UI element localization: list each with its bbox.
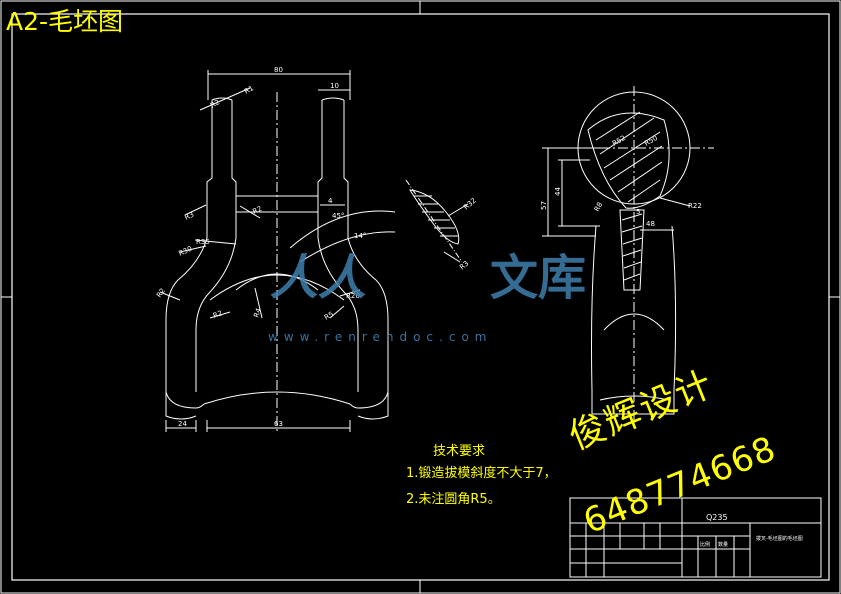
right-view xyxy=(542,86,714,420)
dim-5: 5 xyxy=(636,208,640,216)
dim-r2-top: R2 xyxy=(209,98,221,110)
dim-r32: R32 xyxy=(462,197,478,212)
section-view xyxy=(405,179,469,263)
title-block-material: Q235 xyxy=(706,513,728,522)
dim-48: 48 xyxy=(646,220,655,228)
dim-63: 63 xyxy=(274,420,283,428)
title-block-qty-label: 数量 xyxy=(718,541,728,548)
sheet-title: A2-毛坯图 xyxy=(6,7,124,36)
dim-r35: R35 xyxy=(196,238,210,246)
left-view xyxy=(159,70,396,432)
title-block xyxy=(569,497,822,578)
dim-57: 57 xyxy=(540,201,548,210)
title-block-drawing-name: 拨叉-毛坯图的毛坯图 xyxy=(756,535,803,542)
dim-r8: R8 xyxy=(593,201,605,213)
dim-44: 44 xyxy=(554,187,562,196)
dim-r52: R52 xyxy=(611,134,627,148)
dim-10: 10 xyxy=(330,82,339,90)
dim-80: 80 xyxy=(274,66,283,74)
watermark-brand-latin: 人人 xyxy=(270,250,367,306)
watermark-brand-cn: 文库 xyxy=(490,250,587,306)
tech-note-2: 2.未注圆角R5。 xyxy=(406,492,501,507)
dim-r2-mid: R2 xyxy=(251,205,263,216)
dim-r50: R50 xyxy=(643,134,659,148)
dim-r4: R4 xyxy=(252,307,263,319)
tech-note-1: 1.锻造拔模斜度不大于7， xyxy=(406,466,557,481)
dim-4: 4 xyxy=(328,197,333,205)
dim-r3: R3 xyxy=(183,211,195,222)
dim-r20: R20 xyxy=(346,292,360,300)
dim-45deg: 45° xyxy=(332,212,344,220)
dim-r3-section: R3 xyxy=(458,259,470,271)
watermark-url: www.renrendoc.com xyxy=(268,330,493,344)
title-block-scale-label: 比例 xyxy=(700,541,710,548)
dim-r30: R30 xyxy=(177,245,193,258)
dim-r5: R5 xyxy=(323,310,335,322)
dim-14deg: 14° xyxy=(354,232,366,240)
dim-r2-arm: R2 xyxy=(212,309,224,320)
dim-r2-lower: R2 xyxy=(155,287,167,299)
dim-24: 24 xyxy=(178,420,187,428)
dimension-labels: 80 10 R2 R1 R3 R2 R35 R30 R2 R2 4 R5 R20… xyxy=(155,66,702,428)
dim-r1: R1 xyxy=(243,84,255,96)
dim-r22: R22 xyxy=(688,202,702,210)
tech-requirements-heading: 技术要求 xyxy=(433,444,486,459)
